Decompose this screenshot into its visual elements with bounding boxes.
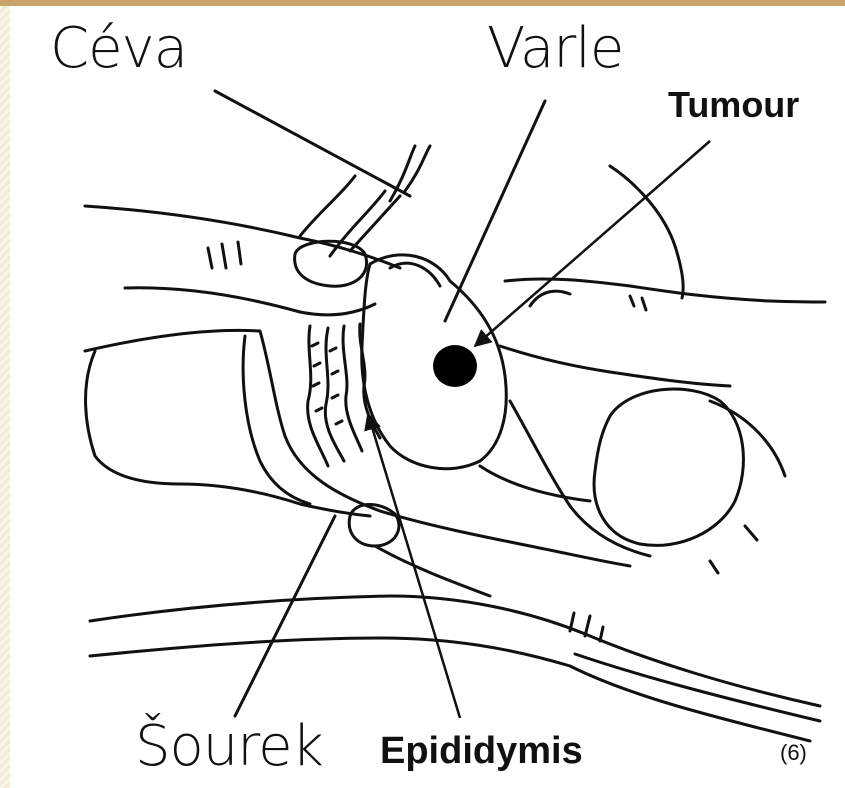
label-testis: Varle: [487, 16, 623, 81]
diagram-canvas: Céva Varle Tumour Šourek Epididymis (6): [10, 6, 845, 788]
forceps: [90, 596, 820, 706]
scrotum-pointer: [235, 516, 335, 716]
scrotal-sac: [85, 330, 630, 566]
tumour-mass: [433, 345, 477, 387]
vessel-pointer: [215, 91, 410, 196]
vessel-cord: [300, 146, 430, 256]
lower-finger: [349, 504, 399, 546]
epididymis-coils: [308, 324, 380, 466]
fingernail: [295, 241, 367, 286]
knuckle: [594, 389, 743, 545]
label-vessel: Céva: [50, 16, 187, 81]
testis-pointer: [445, 101, 545, 321]
upper-finger-lower: [125, 288, 375, 315]
reference-number: (6): [780, 740, 807, 766]
label-epididymis: Epididymis: [380, 730, 583, 773]
left-border-strip: [0, 6, 10, 788]
epididymis-arrow: [368, 414, 460, 718]
label-tumour: Tumour: [668, 84, 799, 126]
label-scrotum: Šourek: [135, 714, 323, 779]
upper-finger: [85, 206, 400, 268]
